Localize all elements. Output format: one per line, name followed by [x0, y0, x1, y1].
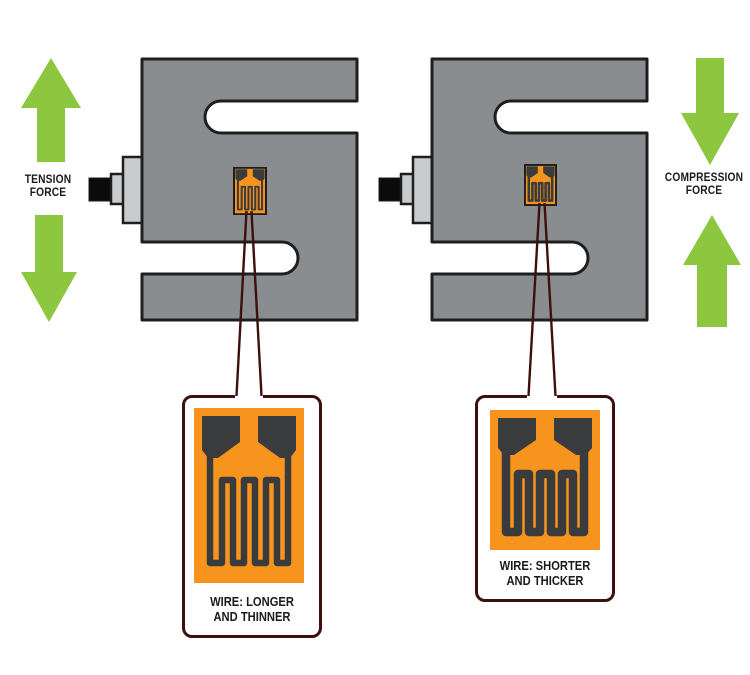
tension-down-arrow-icon: [21, 215, 77, 322]
loadcell-body-left: [88, 57, 359, 322]
strain-gauge-zoom-left: [194, 408, 304, 583]
tension-force-label: TENSION FORCE: [7, 172, 89, 200]
callout-left-label: WIRE: LONGER AND THINNER: [194, 594, 309, 625]
callout-left-label-line2: AND THINNER: [213, 609, 291, 625]
compression-force-label: COMPRESSION FORCE: [663, 170, 745, 198]
callout-right-wire-gap: [527, 395, 557, 400]
callout-box-left: WIRE: LONGER AND THINNER: [182, 395, 322, 638]
compression-up-arrow-icon: [683, 215, 741, 327]
strain-gauge-left: [233, 167, 267, 215]
tension-force-label-line2: FORCE: [29, 185, 67, 200]
tension-up-arrow-icon: [21, 58, 81, 162]
callout-left-wire-gap: [235, 395, 263, 400]
callout-box-right: WIRE: SHORTER AND THICKER: [475, 395, 615, 602]
callout-right-label: WIRE: SHORTER AND THICKER: [487, 558, 602, 589]
strain-gauge-right: [524, 164, 557, 206]
callout-right-label-line1: WIRE: SHORTER: [499, 558, 591, 573]
compression-force-label-line1: COMPRESSION: [664, 170, 744, 184]
callout-right-label-line2: AND THICKER: [506, 573, 584, 589]
tension-force-label-line1: TENSION: [24, 172, 72, 186]
compression-down-arrow-icon: [681, 58, 739, 165]
loadcell-body-right: [378, 57, 649, 322]
strain-gauge-zoom-right: [490, 410, 600, 550]
compression-force-label-line2: FORCE: [685, 183, 723, 198]
callout-left-label-line1: WIRE: LONGER: [210, 594, 294, 609]
